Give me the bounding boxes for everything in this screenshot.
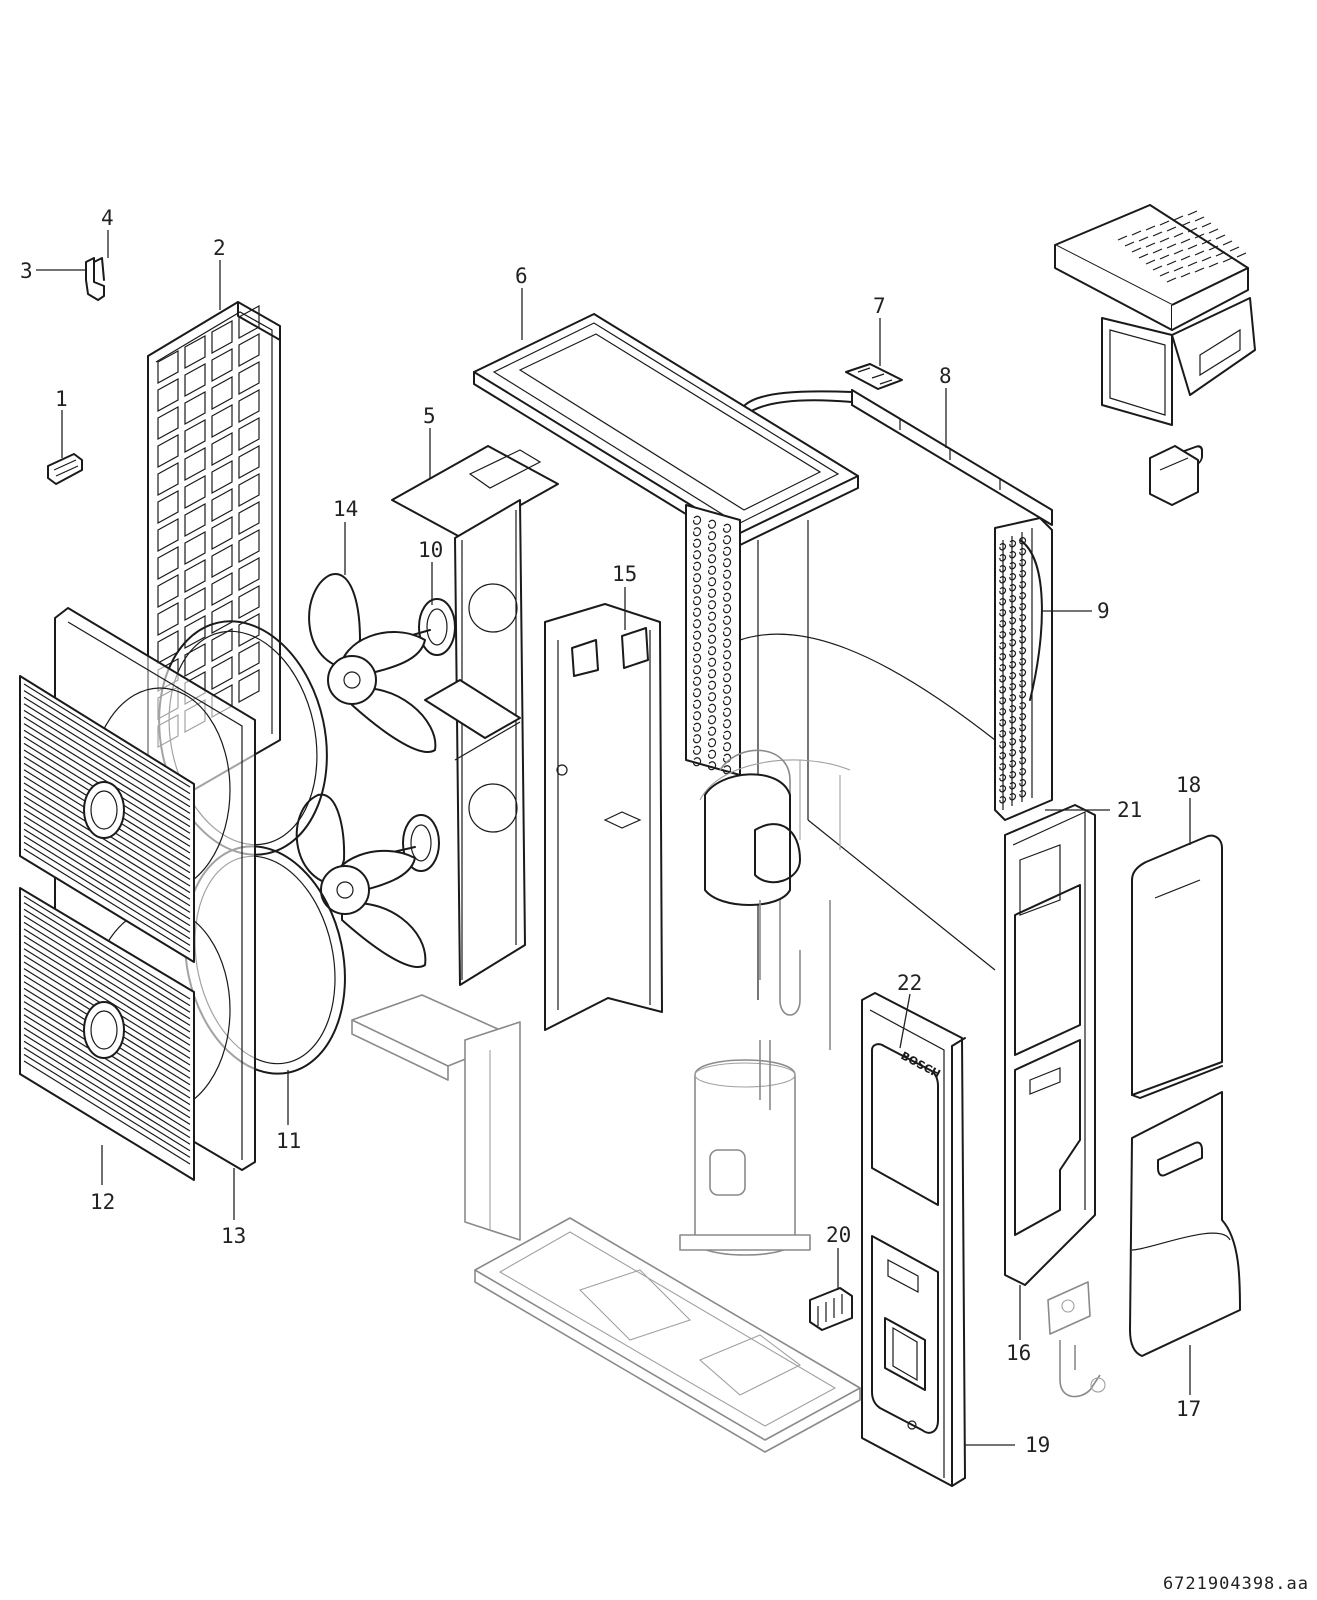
part-20-bracket [809, 1287, 853, 1331]
compressor-piping [679, 749, 851, 1256]
part-19-front-panel: BOSCH [861, 992, 966, 1487]
electrical-control-box [1054, 204, 1256, 506]
callout-15: 15 [612, 562, 637, 586]
callout-12: 12 [90, 1190, 115, 1214]
part-3-4-clip [85, 257, 105, 301]
callout-8: 8 [939, 364, 952, 388]
part-14-fan-blades [295, 573, 437, 968]
part-1-small-part [47, 453, 83, 485]
left-coil-tubes [685, 504, 741, 776]
base-plate [351, 994, 861, 1453]
part-9-heat-exchanger [994, 517, 1053, 821]
part-16-side-panel [1004, 804, 1096, 1286]
part-12-front-grille [19, 675, 195, 1181]
callout-3: 3 [20, 259, 33, 283]
part-18-upper-cover [1131, 445, 1223, 1099]
callout-7: 7 [873, 294, 886, 318]
callout-5: 5 [423, 404, 436, 428]
callout-4: 4 [101, 206, 114, 230]
callout-18: 18 [1176, 773, 1201, 797]
callout-13: 13 [221, 1224, 246, 1248]
part-7-small-plate [845, 363, 903, 390]
rear-casing-outline [739, 520, 996, 1000]
callout-1: 1 [55, 387, 68, 411]
callout-19: 19 [1025, 1433, 1050, 1457]
callout-labels: 1 2 3 4 5 6 7 8 9 10 11 12 13 14 15 16 1… [20, 206, 1201, 1457]
leader-lines [36, 230, 1191, 1446]
callout-21: 21 [1117, 798, 1142, 822]
callout-22: 22 [897, 971, 922, 995]
callout-2: 2 [213, 236, 226, 260]
drawing-reference-number: 6721904398.aa [1162, 1574, 1309, 1594]
callout-6: 6 [515, 264, 528, 288]
callout-11: 11 [276, 1129, 301, 1153]
callout-9: 9 [1097, 599, 1110, 623]
callout-20: 20 [826, 1223, 851, 1247]
part-5-motor-bracket [391, 445, 559, 986]
part-17-lower-cover [1129, 1091, 1241, 1357]
callout-14: 14 [333, 497, 358, 521]
service-valves [1047, 1281, 1106, 1398]
callout-10: 10 [418, 538, 443, 562]
part-15-partition [544, 603, 663, 1031]
callout-16: 16 [1006, 1341, 1031, 1365]
part-6-top-cover [473, 313, 859, 547]
callout-17: 17 [1176, 1397, 1201, 1421]
